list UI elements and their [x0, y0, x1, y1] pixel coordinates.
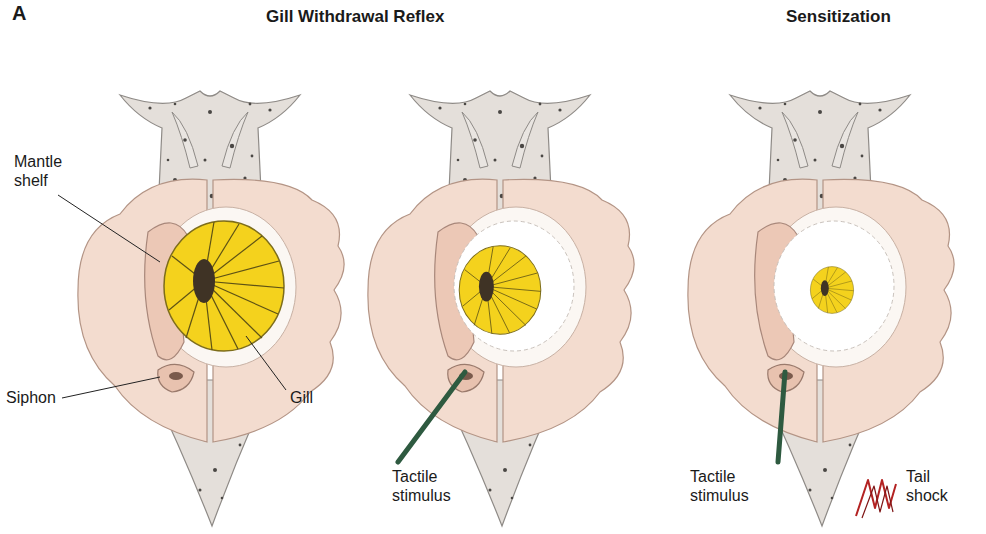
panel-heading: Sensitization — [786, 7, 891, 26]
leader-line — [246, 336, 286, 390]
gill-strongly-withdrawn — [810, 267, 853, 314]
gill-relaxed — [164, 221, 284, 351]
tactile-probe — [778, 372, 785, 462]
aplysia-figure — [78, 91, 344, 526]
shock-electrode — [862, 486, 893, 518]
stimulus-label: Tactile stimulus — [392, 467, 470, 505]
tactile-probe — [398, 372, 465, 462]
panel-heading: Gill Withdrawal Reflex — [266, 7, 444, 26]
part-label: Siphon — [6, 388, 76, 407]
panel-letter: A — [12, 4, 26, 23]
gill-withdrawn — [459, 246, 541, 334]
leader-line — [62, 377, 160, 398]
gill-outline-faded — [454, 221, 574, 351]
leader-line — [58, 195, 160, 262]
part-label: Mantle shelf — [14, 152, 76, 190]
part-label: Gill — [290, 388, 340, 407]
stimulus-label: Tail shock — [906, 467, 966, 505]
aplysia-figure — [368, 91, 634, 526]
leader-lines — [58, 195, 286, 398]
aplysia-figure — [688, 91, 954, 526]
gill-outline-faded — [774, 221, 894, 351]
stimulus-label: Tactile stimulus — [690, 467, 768, 505]
